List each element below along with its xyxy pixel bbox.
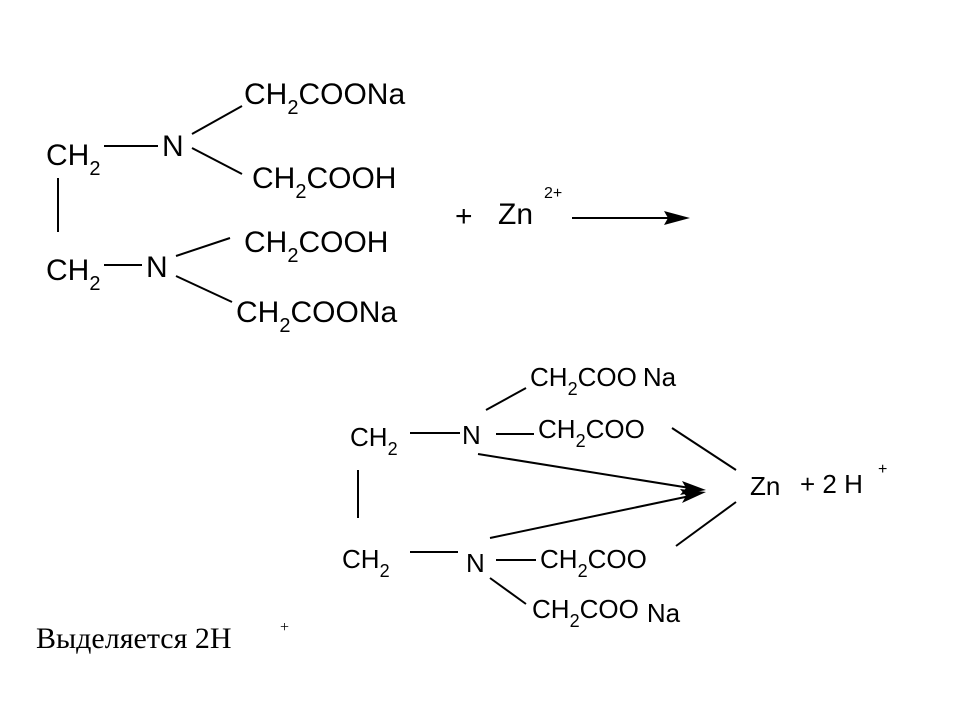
bond-coo-zn-bottom [675, 501, 737, 547]
bond-coo-zn-top [671, 427, 737, 471]
caption-text: Выделяется 2H [36, 622, 232, 655]
caption-charge: + [280, 619, 289, 636]
product-n-bottom: N [466, 548, 485, 578]
product-ch2-top: CH2 [350, 422, 398, 459]
reactant-group-coona-top: CH2COONa [244, 78, 405, 119]
product-group-coo-bottom: CH2COO [540, 544, 647, 581]
zinc-ion: Zn [498, 198, 533, 231]
coordination-arrow-bottom-head [680, 489, 706, 503]
reactant-ch2-bottom: CH2 [46, 254, 100, 295]
bond-n-r3 [175, 237, 231, 257]
reactant-group-coona-bottom: CH2COONa [236, 296, 397, 337]
released-protons: + 2 H [800, 469, 863, 499]
reactant-ch2-top: CH2 [46, 139, 100, 180]
reagent: + Zn 2+ [455, 185, 690, 233]
reaction-arrow-head [664, 211, 690, 225]
reactant-n-bottom: N [146, 251, 168, 284]
reactant-n-top: N [162, 130, 184, 163]
product-n-top: N [462, 420, 481, 450]
product-ch2-bottom: CH2 [342, 544, 390, 581]
bond-p-n-p4 [489, 577, 527, 605]
coordination-arrow-bottom-shaft [489, 495, 691, 539]
reactant-group-cooh-bottom: CH2COOH [244, 226, 388, 267]
proton-charge: + [878, 461, 887, 478]
caption: Выделяется 2H + [36, 619, 289, 655]
zinc-charge: 2+ [544, 185, 562, 202]
bond-n-r2 [191, 147, 243, 175]
bond-n-r1 [191, 105, 243, 135]
plus-sign: + [455, 200, 473, 233]
product-group-coo-top: CH2COO [538, 414, 645, 451]
bond-p-n-p1 [485, 387, 527, 411]
coordination-arrow-top-shaft [477, 453, 691, 489]
product-zinc: Zn [750, 471, 780, 501]
reactant-group-cooh-top: CH2COOH [252, 162, 396, 203]
reactant-molecule: CH2 N CH2COONa CH2COOH CH2 N CH2COOH CH2… [46, 78, 405, 337]
bond-n-r4 [175, 275, 233, 303]
